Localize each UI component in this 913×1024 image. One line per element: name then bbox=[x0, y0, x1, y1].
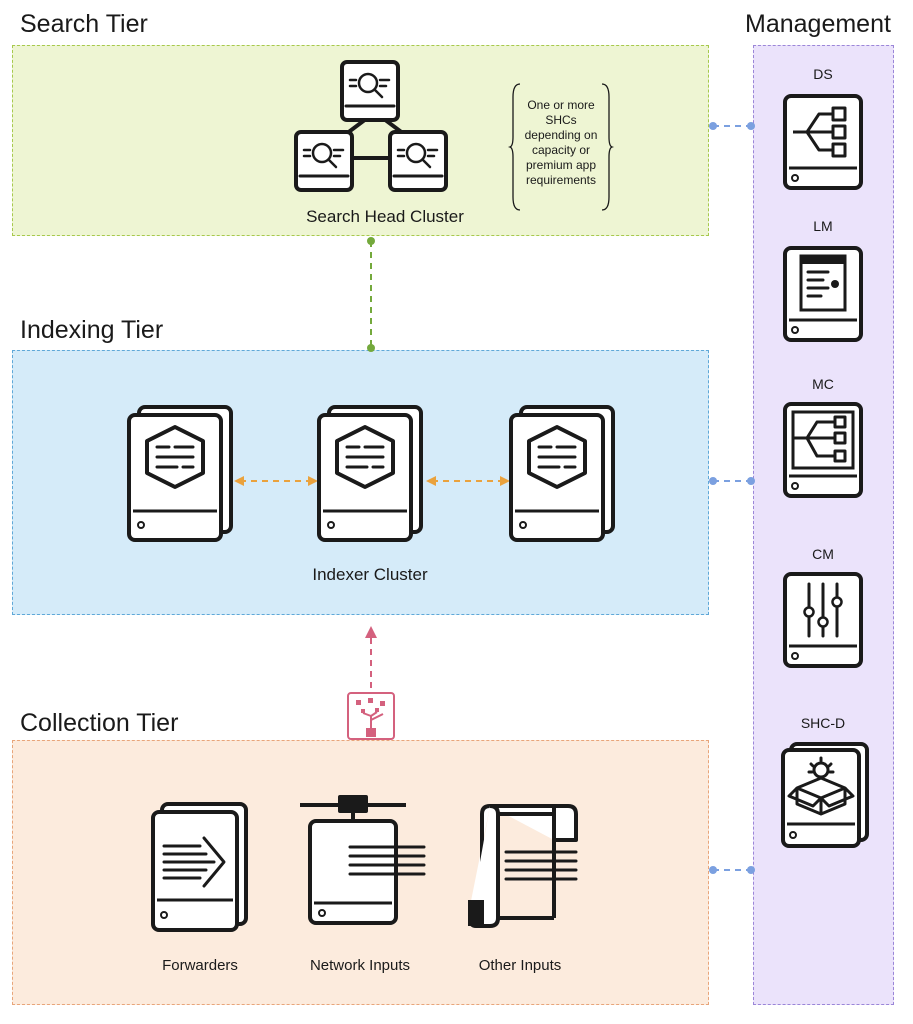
indexer-peer-arrow-left bbox=[234, 476, 318, 486]
search-head-cluster-label: Search Head Cluster bbox=[306, 207, 464, 226]
brace-left bbox=[507, 83, 521, 211]
collection-index-link bbox=[365, 626, 377, 690]
management-label-ds: DS bbox=[813, 66, 833, 82]
management-label-lm: LM bbox=[813, 218, 833, 234]
indexer-icon bbox=[127, 405, 233, 542]
management-link-collection bbox=[709, 866, 755, 874]
management-label-cm: CM bbox=[812, 546, 834, 562]
forwarders-icon bbox=[151, 802, 248, 932]
management-label-mc: MC bbox=[812, 376, 834, 392]
data-filter-icon bbox=[347, 692, 395, 740]
indexer-icon bbox=[317, 405, 423, 542]
shc-deployer-icon bbox=[781, 742, 869, 848]
network-inputs-icon bbox=[300, 795, 426, 925]
index-link-dot bbox=[367, 344, 375, 352]
search-tier-title: Search Tier bbox=[20, 10, 148, 38]
search-link-dot bbox=[367, 237, 375, 245]
collection-tier-title: Collection Tier bbox=[20, 709, 179, 737]
indexer-icon bbox=[509, 405, 615, 542]
other-inputs-label: Other Inputs bbox=[478, 957, 562, 974]
indexer-peer-arrow-right bbox=[426, 476, 510, 486]
shc-note: One or more SHCs depending on capacity o… bbox=[524, 98, 598, 187]
other-inputs-icon bbox=[468, 804, 578, 928]
indexing-tier-title: Indexing Tier bbox=[20, 316, 164, 344]
management-title: Management bbox=[745, 10, 891, 38]
management-link-indexing bbox=[709, 477, 755, 485]
management-label-shc-d: SHC-D bbox=[800, 715, 846, 731]
license-manager-icon bbox=[783, 246, 863, 342]
network-inputs-label: Network Inputs bbox=[309, 957, 411, 974]
brace-right bbox=[601, 83, 615, 211]
forwarders-label: Forwarders bbox=[162, 957, 238, 974]
monitoring-console-icon bbox=[783, 402, 863, 498]
indexer-cluster-label: Indexer Cluster bbox=[312, 565, 428, 584]
management-link-search bbox=[709, 122, 755, 130]
search-head-cluster-icon bbox=[294, 60, 448, 192]
cluster-manager-icon bbox=[783, 572, 863, 668]
deployment-server-icon bbox=[783, 94, 863, 190]
